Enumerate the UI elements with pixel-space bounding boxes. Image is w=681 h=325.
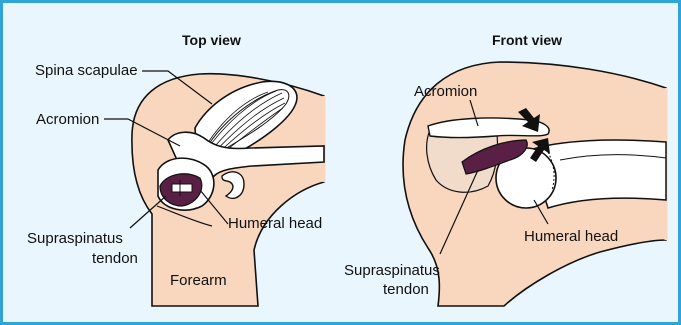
top-view-label-supraspinatus-1: Supraspinatus: [27, 230, 123, 247]
top-view-title: Top view: [182, 32, 241, 48]
top-view-panel: Top view Spina scapulae Acromion Humeral…: [27, 32, 324, 306]
top-view-label-humeral-head: Humeral head: [228, 215, 322, 232]
top-view-label-acromion: Acromion: [36, 111, 99, 128]
front-view-label-supraspinatus-1: Supraspinatus: [344, 262, 440, 279]
front-view-label-supraspinatus-2: tendon: [383, 281, 429, 298]
front-view-panel: Front view Acromion Humeral head Suprasp…: [344, 32, 666, 306]
top-view-label-spina-scapulae: Spina scapulae: [35, 62, 138, 79]
front-view-label-humeral-head: Humeral head: [524, 228, 618, 245]
top-view-label-forearm: Forearm: [170, 272, 227, 289]
front-view-label-acromion: Acromion: [414, 83, 477, 100]
top-view-label-supraspinatus-2: tendon: [92, 250, 138, 267]
front-view-title: Front view: [492, 32, 562, 48]
